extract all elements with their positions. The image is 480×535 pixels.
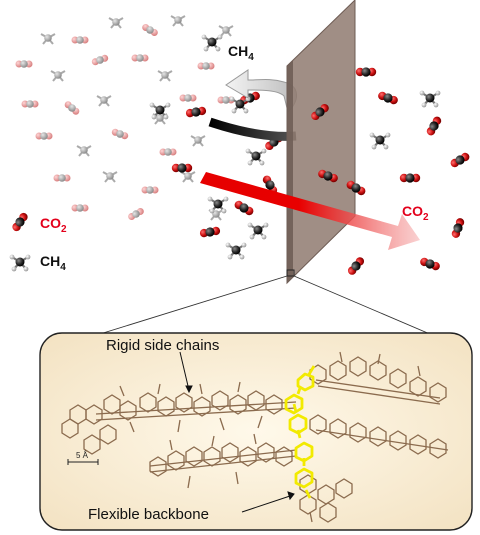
flexible-backbone: [284, 365, 316, 499]
annotation-pointers: [179, 351, 295, 513]
feed-arrow: [208, 117, 297, 141]
co2-permeation-arrow: [200, 172, 420, 250]
rigid-side-chains-label: Rigid side chains: [106, 337, 219, 354]
scale-bar: 5 Å: [67, 451, 99, 465]
legend: CO2 CH4: [8, 211, 67, 273]
polymer-inset: Rigid side chains Flexible backbone 5 Å: [39, 332, 473, 531]
feed-molecules: [148, 33, 285, 261]
scale-bar-label: 5 Å: [76, 451, 89, 460]
legend-co2-label: CO2: [40, 215, 67, 235]
ch4-top-label: CH4: [228, 43, 254, 63]
legend-ch4-label: CH4: [40, 253, 66, 273]
faded-gas-cloud: [15, 15, 235, 222]
co2-right-label: CO2: [402, 203, 429, 223]
rigid-side-chains: [61, 351, 449, 523]
membrane: [286, 0, 356, 285]
flexible-backbone-label: Flexible backbone: [88, 506, 209, 523]
